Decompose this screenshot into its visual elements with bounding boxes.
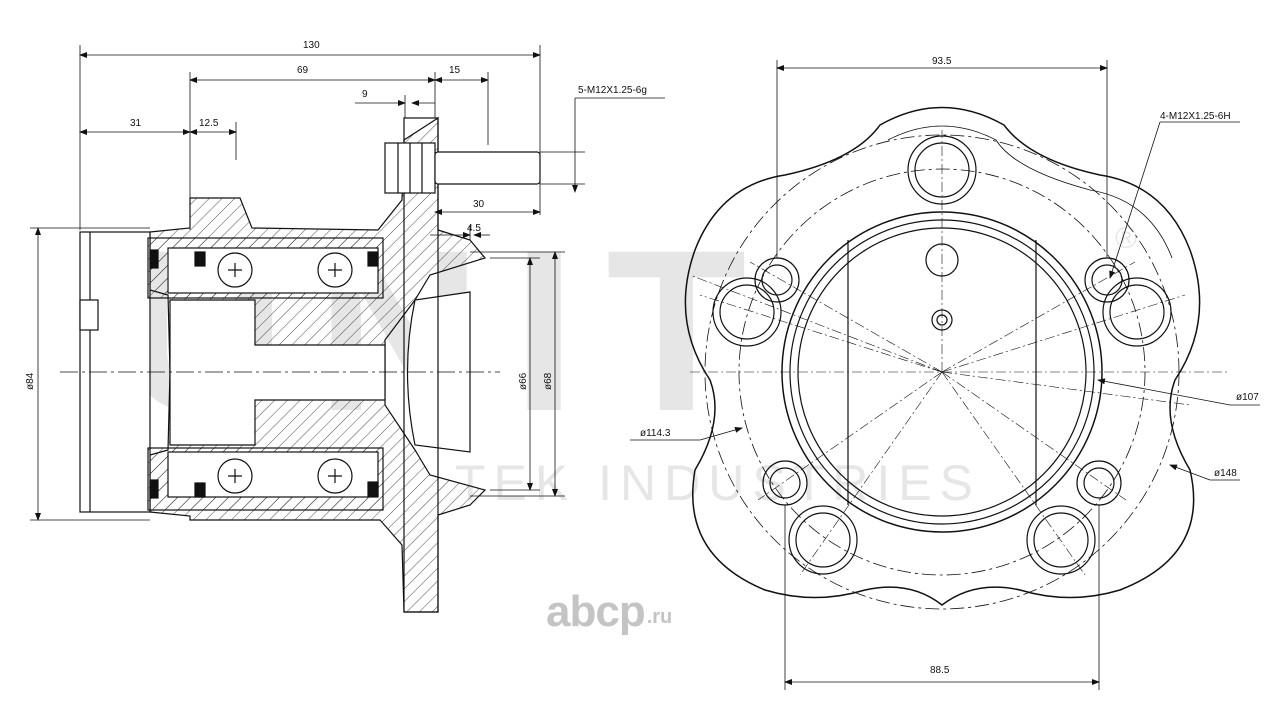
dim-93-5: 93.5 — [932, 56, 952, 67]
dim-thread-holes: 4-M12X1.25-6H — [1160, 111, 1231, 122]
side-dimensions — [30, 45, 665, 521]
stud-hole — [719, 284, 775, 340]
dim-d84: ø84 — [25, 372, 36, 390]
front-dimensions — [630, 60, 1260, 690]
dim-30: 30 — [473, 199, 485, 210]
logo-main: abcp — [546, 587, 646, 636]
dim-69: 69 — [297, 65, 309, 76]
front-dimension-labels: 93.5 88.5 4-M12X1.25-6H ø107 ø114.3 ø148 — [640, 56, 1259, 676]
stud-boss — [1102, 277, 1172, 347]
dim-d66: ø66 — [518, 372, 529, 390]
dim-d148: ø148 — [1214, 468, 1237, 479]
dim-130: 130 — [303, 40, 320, 51]
dim-9: 9 — [362, 89, 368, 100]
dim-12-5: 12.5 — [199, 118, 219, 129]
dim-stud-thread: 5-M12X1.25-6g — [578, 85, 647, 96]
flange-outline — [684, 106, 1201, 606]
stud-boss — [788, 505, 858, 575]
stud-boss — [1026, 505, 1096, 575]
front-view — [684, 106, 1230, 610]
abcp-logo: abcp .ru — [546, 587, 673, 636]
dim-31: 31 — [130, 118, 142, 129]
side-section-view — [60, 116, 541, 613]
stud-hole — [1033, 512, 1089, 568]
watermark-subtitle: TEK INDUSTRIES — [455, 455, 981, 511]
dim-88-5: 88.5 — [930, 665, 950, 676]
stud-boss — [712, 277, 782, 347]
stud-hole — [795, 512, 851, 568]
dim-15: 15 — [449, 65, 461, 76]
dim-4-5: 4.5 — [467, 223, 481, 234]
side-dimension-labels: 130 69 15 9 31 12.5 30 4.5 5-M12X1.25-6g… — [25, 40, 647, 390]
logo-suffix: .ru — [646, 606, 673, 628]
dim-d68: ø68 — [543, 372, 554, 390]
dim-d107: ø107 — [1236, 392, 1259, 403]
stud-hole — [1109, 284, 1165, 340]
dim-d114-3: ø114.3 — [640, 428, 671, 439]
